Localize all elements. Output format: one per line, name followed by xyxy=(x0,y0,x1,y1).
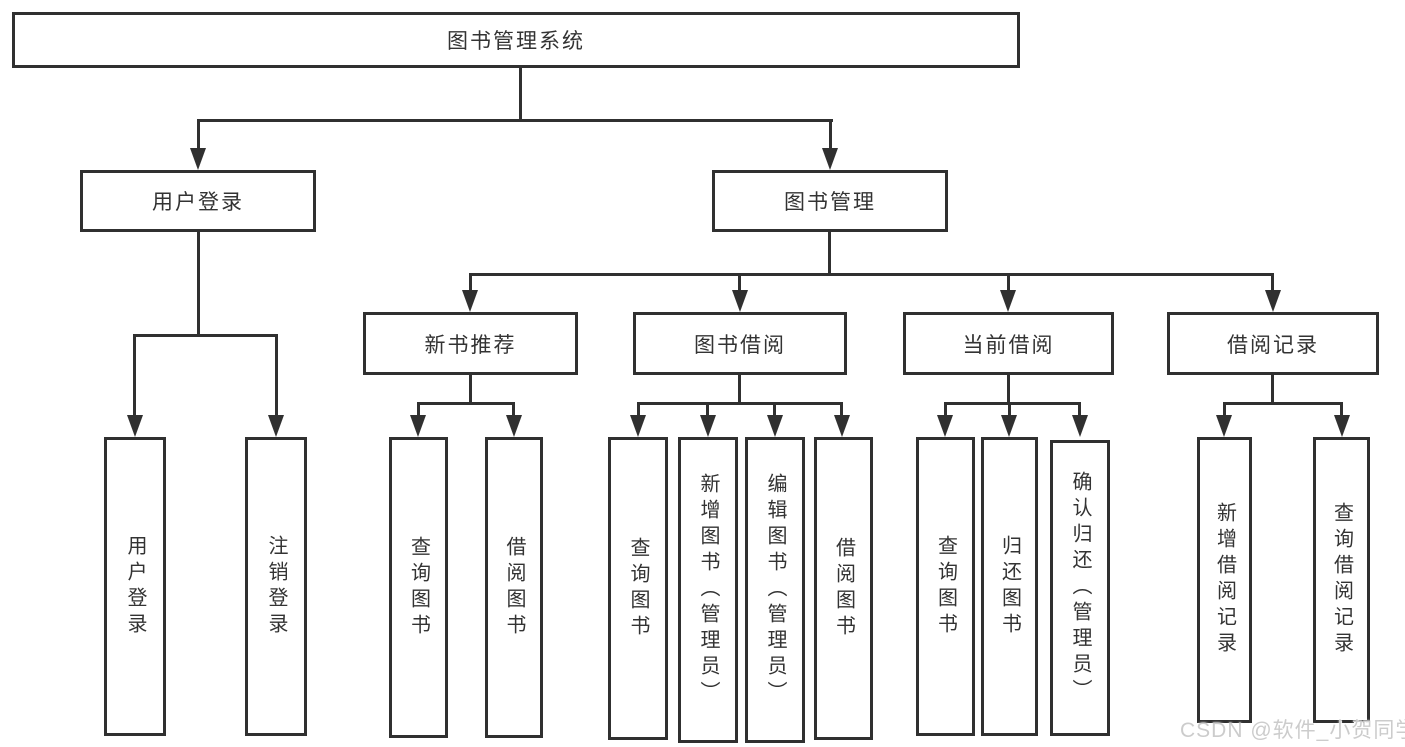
node-book-management: 图书管理 xyxy=(712,170,948,232)
leaf-borrow-book-recommend: 借阅图书 xyxy=(485,437,543,738)
connector-line xyxy=(197,119,200,149)
down-arrow-icon xyxy=(410,415,426,437)
down-arrow-icon xyxy=(1000,290,1016,312)
connector-line xyxy=(197,119,833,122)
connector-line xyxy=(829,119,832,149)
leaf-user-login: 用户登录 xyxy=(104,437,166,736)
connector-line xyxy=(944,402,947,416)
node-book-borrow: 图书借阅 xyxy=(633,312,847,375)
connector-line xyxy=(133,334,136,416)
down-arrow-icon xyxy=(1072,415,1088,437)
down-arrow-icon xyxy=(1334,415,1350,437)
down-arrow-icon xyxy=(630,415,646,437)
connector-line xyxy=(519,68,522,122)
csdn-watermark: CSDN @软件_小贺同学 xyxy=(1180,719,1405,742)
connector-line xyxy=(1340,402,1343,416)
node-new-book-recommend: 新书推荐 xyxy=(363,312,578,375)
connector-line xyxy=(637,402,640,416)
connector-line xyxy=(738,375,741,405)
leaf-add-book-admin: 新增图书（管理员） xyxy=(678,437,738,743)
leaf-edit-book-admin: 编辑图书（管理员） xyxy=(745,437,805,743)
down-arrow-icon xyxy=(268,415,284,437)
leaf-confirm-return-admin: 确认归还（管理员） xyxy=(1050,440,1110,736)
leaf-query-book-borrow: 查询图书 xyxy=(608,437,668,740)
connector-line xyxy=(275,334,278,416)
connector-line xyxy=(1078,402,1081,416)
down-arrow-icon xyxy=(834,415,850,437)
connector-line xyxy=(417,402,420,416)
connector-line xyxy=(133,334,278,337)
leaf-add-borrow-record: 新增借阅记录 xyxy=(1197,437,1252,723)
leaf-return-book: 归还图书 xyxy=(981,437,1038,736)
down-arrow-icon xyxy=(127,415,143,437)
connector-line xyxy=(469,375,472,405)
node-root: 图书管理系统 xyxy=(12,12,1020,68)
connector-line xyxy=(1271,375,1274,405)
connector-line xyxy=(469,273,472,292)
connector-line xyxy=(1271,273,1274,292)
leaf-query-book-current: 查询图书 xyxy=(916,437,975,736)
leaf-query-book-recommend: 查询图书 xyxy=(389,437,448,738)
connector-line xyxy=(197,232,200,337)
down-arrow-icon xyxy=(700,415,716,437)
connector-line xyxy=(637,402,843,405)
leaf-borrow-book: 借阅图书 xyxy=(814,437,873,740)
down-arrow-icon xyxy=(732,290,748,312)
leaf-logout: 注销登录 xyxy=(245,437,307,736)
connector-line xyxy=(944,402,1081,405)
connector-line xyxy=(840,402,843,416)
down-arrow-icon xyxy=(462,290,478,312)
connector-line xyxy=(706,402,709,416)
node-borrow-records: 借阅记录 xyxy=(1167,312,1379,375)
down-arrow-icon xyxy=(1001,415,1017,437)
down-arrow-icon xyxy=(1216,415,1232,437)
connector-line xyxy=(469,273,1274,276)
down-arrow-icon xyxy=(506,415,522,437)
down-arrow-icon xyxy=(1265,290,1281,312)
connector-line xyxy=(1007,273,1010,292)
leaf-query-borrow-record: 查询借阅记录 xyxy=(1313,437,1370,723)
down-arrow-icon xyxy=(937,415,953,437)
connector-line xyxy=(1223,402,1343,405)
connector-line xyxy=(417,402,515,405)
connector-line xyxy=(738,273,741,292)
connector-line xyxy=(1223,402,1226,416)
connector-line xyxy=(1007,375,1010,405)
connector-line xyxy=(1008,402,1011,416)
down-arrow-icon xyxy=(767,415,783,437)
node-user-login: 用户登录 xyxy=(80,170,316,232)
down-arrow-icon xyxy=(190,148,206,170)
connector-line xyxy=(828,232,831,276)
node-current-borrow: 当前借阅 xyxy=(903,312,1114,375)
connector-line xyxy=(512,402,515,416)
down-arrow-icon xyxy=(822,148,838,170)
connector-line xyxy=(773,402,776,416)
